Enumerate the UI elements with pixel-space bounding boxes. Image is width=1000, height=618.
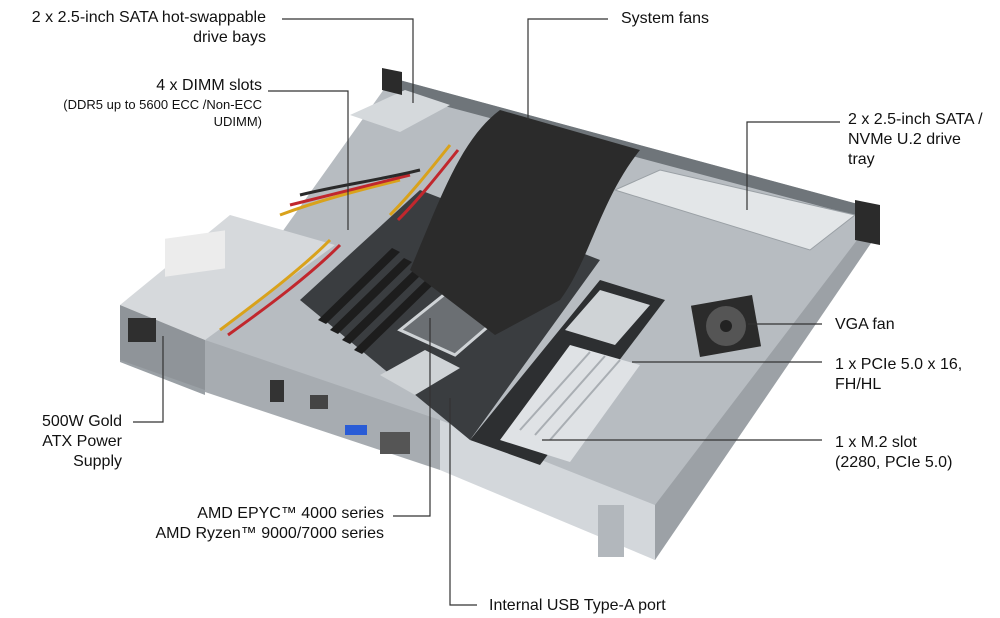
air-shroud [410,110,640,335]
callout-vga-fan: VGA fan [835,315,895,335]
callout-nvme-tray: 2 x 2.5-inch SATA / NVMe U.2 drive tray [848,110,983,170]
callout-m2: 1 x M.2 slot (2280, PCIe 5.0) [835,433,952,473]
callout-nvme-tray-line1: 2 x 2.5-inch SATA / [848,111,983,128]
callout-usb: Internal USB Type-A port [489,596,666,616]
callout-vga-fan-line1: VGA fan [835,316,895,333]
callout-nvme-tray-line3: tray [848,151,875,168]
callout-dimm-line2: (DDR5 up to 5600 ECC /Non-ECC [63,97,262,112]
callout-psu: 500W Gold ATX Power Supply [0,412,122,472]
front-side [655,210,880,560]
pcie-bracket [598,505,624,557]
callout-cpu-line1: AMD EPYC™ 4000 series [197,505,384,522]
callout-pcie: 1 x PCIe 5.0 x 16, FH/HL [835,355,962,395]
callout-system-fans: System fans [621,9,709,29]
callout-pcie-line1: 1 x PCIe 5.0 x 16, [835,356,963,373]
dimm-slots [318,248,436,354]
callout-dimm-line3: UDIMM) [213,114,262,129]
callout-cpu-line2: AMD Ryzen™ 9000/7000 series [155,525,384,542]
callout-psu-line1: 500W Gold [41,413,122,430]
callout-dimm-line1: 4 x DIMM slots [156,77,262,94]
power-supply-unit [120,215,335,340]
callout-pcie-line2: FH/HL [835,376,882,393]
callout-sata-bays-line2: drive bays [193,29,266,46]
callout-psu-line3: Supply [73,453,122,470]
vrm-heatsink [565,290,650,345]
psu-plug [128,318,156,342]
callout-sata-bays-line1: 2 x 2.5-inch SATA hot-swappable [31,9,266,26]
callout-system-fans-line1: System fans [621,10,710,27]
callout-dimm: 4 x DIMM slots (DDR5 up to 5600 ECC /Non… [0,76,262,130]
callout-cpu: AMD EPYC™ 4000 series AMD Ryzen™ 9000/70… [0,504,384,544]
callout-sata-bays: 2 x 2.5-inch SATA hot-swappable drive ba… [0,8,266,48]
callout-psu-line2: ATX Power [42,433,122,450]
callout-usb-line1: Internal USB Type-A port [489,597,666,614]
rack-ear-right [855,200,880,245]
m2-heatsink-fins [519,351,621,441]
callout-nvme-tray-line2: NVMe U.2 drive [848,131,961,148]
callout-m2-line1: 1 x M.2 slot [835,434,917,451]
vga-fan [690,295,762,357]
psu-label [165,230,225,277]
callout-m2-line2: (2280, PCIe 5.0) [835,454,953,471]
hot-swap-drive-bay [350,90,450,132]
m2-heatsink [500,345,640,462]
